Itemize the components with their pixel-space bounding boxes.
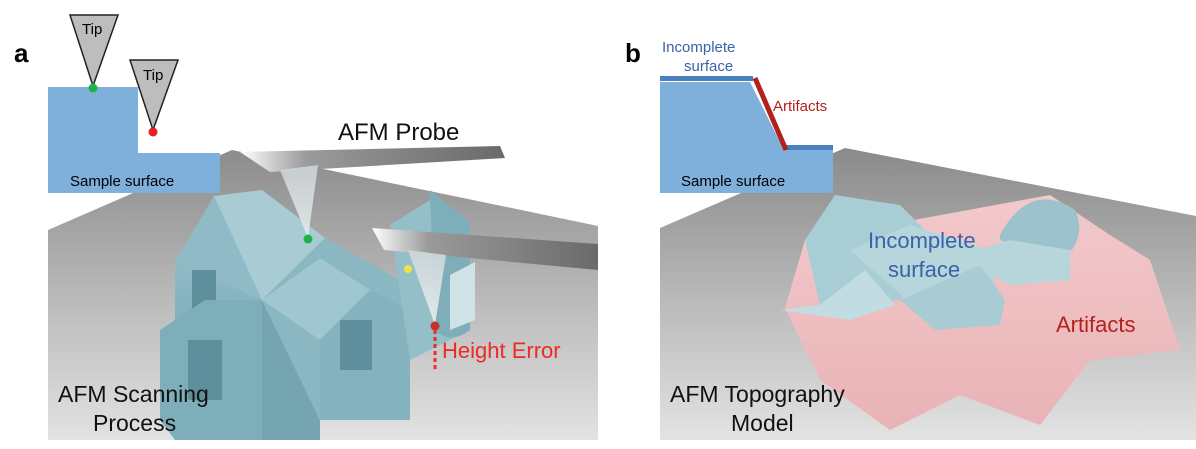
probe-2-edge-dot — [404, 265, 412, 273]
scan-caption-line2: Process — [93, 410, 176, 436]
afm-probe-2-cantilever — [372, 228, 598, 270]
afm-probe-2-tip — [408, 250, 446, 325]
tip-1-contact-dot — [88, 83, 98, 93]
panel-a: a Sample surface Tip Tip — [14, 14, 598, 440]
incomplete-surface-top-line1: Incomplete — [662, 39, 735, 56]
probe-2-contact-dot — [430, 321, 440, 331]
afm-probe-1-tip — [280, 165, 318, 238]
tip-2-label: Tip — [143, 67, 163, 84]
panel-b: b Sample surface Incomplete surface Arti… — [625, 38, 1196, 440]
model-caption-line2: Model — [731, 410, 794, 436]
artifacts-top-label: Artifacts — [773, 98, 827, 115]
probe-1-contact-dot — [303, 234, 313, 244]
tip-2-shape — [128, 59, 180, 133]
artifacts-mid-label: Artifacts — [1056, 312, 1135, 337]
panel-b-label: b — [625, 38, 641, 68]
model-surface-profile — [660, 82, 833, 193]
height-error-label: Height Error — [442, 338, 561, 363]
incomplete-surface-bottom-edge — [784, 145, 833, 150]
tip-1-shape — [68, 14, 120, 89]
model-sample-surface-label: Sample surface — [681, 173, 785, 190]
incomplete-surface-top-edge — [660, 76, 753, 81]
tip-2-contact-dot — [148, 127, 158, 137]
tip-1-label: Tip — [82, 21, 102, 38]
model-caption-line1: AFM Topography — [670, 381, 845, 407]
sample-surface-label: Sample surface — [70, 173, 174, 190]
sample-surface-profile — [48, 87, 220, 193]
incomplete-surface-mid-line2: surface — [888, 257, 960, 282]
artifact-wall-line — [752, 77, 789, 151]
topography-model — [780, 195, 1180, 430]
incomplete-surface-top-line2: surface — [684, 58, 733, 75]
house-model — [160, 190, 475, 440]
incomplete-surface-mid-line1: Incomplete — [868, 228, 976, 253]
afm-probe-1-cantilever — [240, 146, 505, 172]
scan-caption-line1: AFM Scanning — [58, 381, 209, 407]
panel-a-label: a — [14, 38, 29, 68]
afm-probe-label: AFM Probe — [338, 119, 459, 146]
